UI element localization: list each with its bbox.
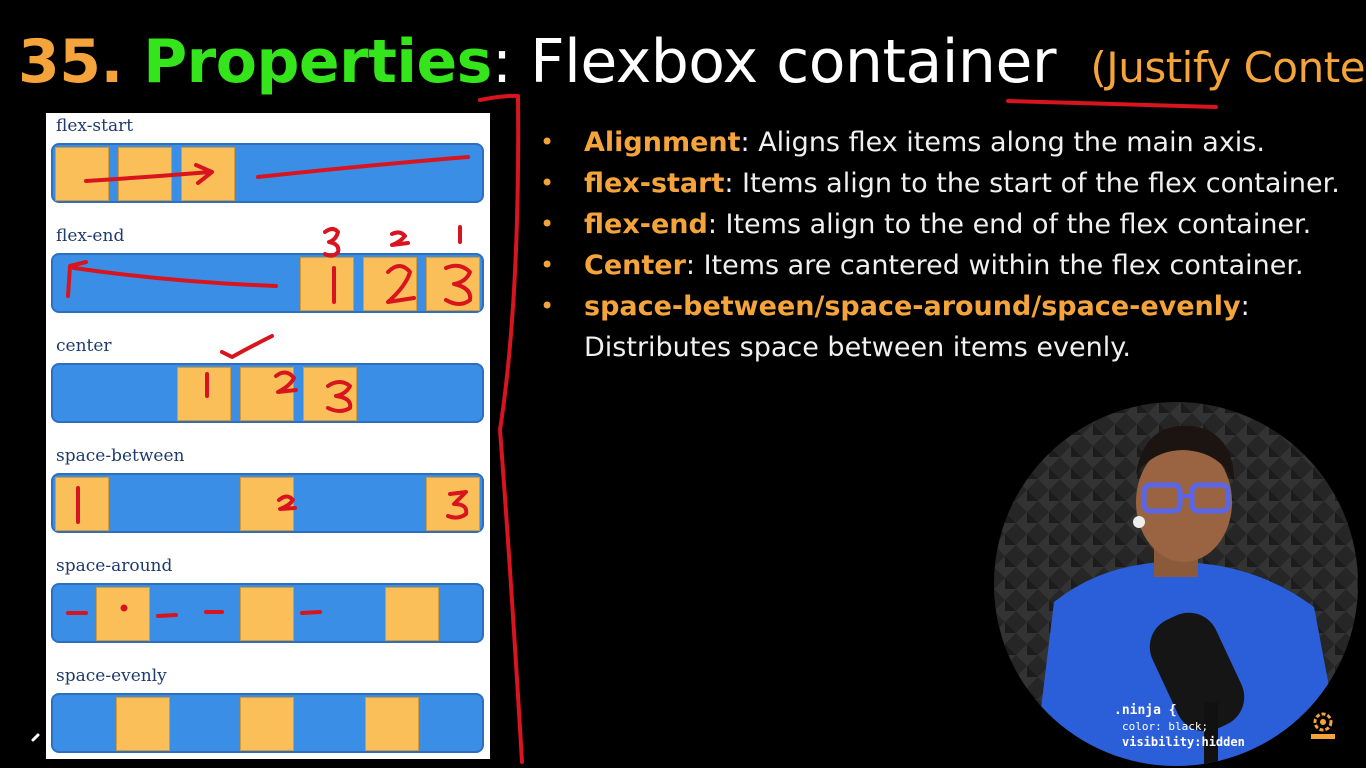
slide-keyword: Properties — [143, 27, 492, 97]
flex-item — [385, 587, 439, 641]
demo-bar-flex-end — [51, 253, 484, 313]
flex-item — [363, 257, 417, 311]
slide-title: 35. Properties: Flexbox container (Justi… — [18, 22, 1366, 108]
demo-label-flex-end: flex-end — [56, 226, 125, 246]
bullet-item: Alignment: Aligns flex items along the m… — [540, 122, 1340, 163]
flex-item — [365, 697, 419, 751]
bullet-item: flex-end: Items align to the end of the … — [540, 204, 1340, 245]
demo-bar-space-between — [51, 473, 484, 533]
flex-item — [240, 367, 294, 421]
gear-logo-icon — [1311, 712, 1335, 739]
demo-label-space-between: space-between — [56, 446, 185, 466]
bullet-text: : Items align to the end of the flex con… — [707, 209, 1312, 240]
flex-item — [426, 477, 480, 531]
flex-item — [118, 147, 172, 201]
bullet-text: : Items align to the start of the flex c… — [724, 168, 1340, 199]
bullet-text: : Distributes space between items evenly… — [584, 291, 1250, 363]
flexbox-demo-panel: flex-start flex-end center space-between… — [46, 113, 490, 759]
demo-label-space-evenly: space-evenly — [56, 666, 167, 686]
demo-bar-space-evenly — [51, 693, 484, 753]
demo-label-space-around: space-around — [56, 556, 173, 576]
demo-bar-flex-start — [51, 143, 484, 203]
slide-topic: Flexbox container — [530, 27, 1057, 97]
bullet-term: flex-start — [584, 168, 725, 199]
bullet-term: Alignment — [584, 127, 741, 158]
flex-item — [55, 477, 109, 531]
flex-item — [240, 697, 294, 751]
bullet-text: : Items are cantered within the flex con… — [685, 250, 1304, 281]
bullet-term: space-between/space-around/space-evenly — [584, 291, 1241, 322]
flex-item — [55, 147, 109, 201]
flex-item — [426, 257, 480, 311]
flex-item — [116, 697, 170, 751]
flex-item — [240, 477, 294, 531]
slide-number: 35. — [18, 27, 123, 97]
flex-item — [303, 367, 357, 421]
demo-bar-space-around — [51, 583, 484, 643]
slide-subtopic: (Justify Content) — [1090, 43, 1366, 92]
presenter-webcam: .ninja { color: black; visibility:hidden — [994, 402, 1358, 766]
flex-item — [181, 147, 235, 201]
bullet-item: space-between/space-around/space-evenly:… — [540, 286, 1340, 368]
demo-label-flex-start: flex-start — [56, 116, 134, 136]
bullet-list: Alignment: Aligns flex items along the m… — [540, 122, 1340, 368]
annotation-pen-mark — [31, 733, 40, 742]
bullet-item: Center: Items are cantered within the fl… — [540, 245, 1340, 286]
presenter-image: .ninja { color: black; visibility:hidden — [994, 402, 1358, 766]
title-separator: : — [491, 27, 531, 97]
svg-text:color: black;: color: black; — [1122, 720, 1208, 733]
bullet-term: flex-end — [584, 209, 708, 240]
bullet-item: flex-start: Items align to the start of … — [540, 163, 1340, 204]
flex-item — [177, 367, 231, 421]
svg-text:visibility:hidden: visibility:hidden — [1122, 735, 1245, 749]
bullet-text: : Aligns flex items along the main axis. — [740, 127, 1265, 158]
bullet-term: Center — [584, 250, 686, 281]
svg-text:.ninja {: .ninja { — [1114, 703, 1177, 718]
demo-label-center: center — [56, 336, 112, 356]
demo-bar-center — [51, 363, 484, 423]
flex-item — [300, 257, 354, 311]
flex-item — [240, 587, 294, 641]
flex-item — [96, 587, 150, 641]
